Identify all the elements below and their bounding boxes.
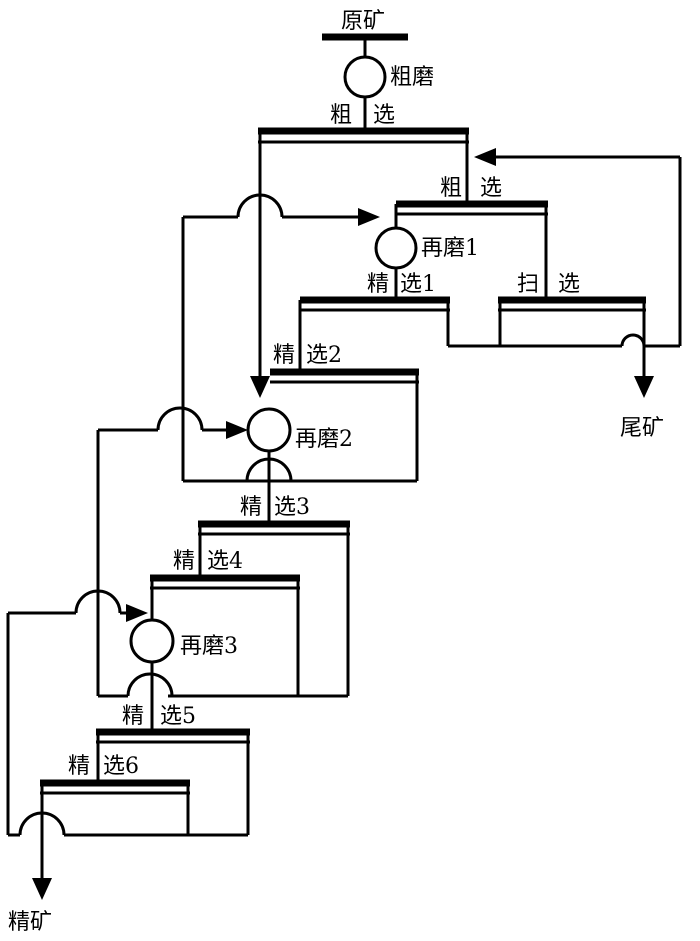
cleaner-cell-4: 精 选4 xyxy=(150,549,300,696)
cleaner-6-label-b: 选6 xyxy=(103,754,139,779)
scavenger-recycle-flow xyxy=(474,148,682,348)
scavenger-cell: 扫 选 xyxy=(498,272,646,348)
concentrate-flow: 精矿 xyxy=(8,783,52,935)
scavenger-label-b: 选 xyxy=(558,272,580,297)
cleaner-cell-5: 精 选5 xyxy=(64,704,250,837)
roughing-2-label-b: 选 xyxy=(480,176,502,201)
regrind-3-label: 再磨3 xyxy=(180,634,238,659)
cleaner-1-label-a: 精 xyxy=(367,272,389,297)
regrind-1-label: 再磨1 xyxy=(421,236,479,261)
cleaner-4-label-a: 精 xyxy=(173,549,195,574)
tailings-label: 尾矿 xyxy=(620,416,664,441)
regrind-mill-3: 再磨3 xyxy=(126,618,238,730)
roughing-cell-main: 粗 选 xyxy=(258,103,469,206)
cleaner-cell-6: 精 选6 xyxy=(40,754,190,835)
cleaner-3-label-b: 选3 xyxy=(274,495,310,520)
cleaner-cell-1: 精 选1 xyxy=(298,272,500,372)
roughing-main-label-b: 选 xyxy=(373,103,395,128)
cleaner-3-label-a: 精 xyxy=(240,495,262,520)
regrind-mill-1: 再磨1 xyxy=(374,226,479,300)
coarse-grinding-mill: 粗磨 xyxy=(343,55,434,131)
scavenger-label-a: 扫 xyxy=(517,272,539,297)
cleaner-2-label-b: 选2 xyxy=(306,343,342,368)
cleaner-3-recycle-flow xyxy=(96,406,293,698)
cleaner-4-label-b: 选4 xyxy=(207,549,243,574)
roughing-cell-2: 粗 选 xyxy=(394,176,548,300)
cleaner-2-label-a: 精 xyxy=(273,343,295,368)
ore-feed: 原矿 xyxy=(322,9,408,57)
rougher-concentrate-flow xyxy=(250,131,270,398)
cleaner-5-label-a: 精 xyxy=(122,704,144,729)
roughing-main-label-a: 粗 xyxy=(330,103,352,128)
cleaner-2-recycle-flow xyxy=(181,193,380,483)
cleaner-6-label-a: 精 xyxy=(68,754,90,779)
tailings-flow: 尾矿 xyxy=(620,300,664,441)
cleaner-5-label-b: 选5 xyxy=(160,704,196,729)
cleaner-cell-2: 精 选2 xyxy=(270,343,419,483)
roughing-2-label-a: 粗 xyxy=(440,176,462,201)
coarse-grind-label: 粗磨 xyxy=(390,65,434,90)
concentrate-label: 精矿 xyxy=(8,910,52,935)
ore-label: 原矿 xyxy=(341,9,385,34)
cleaner-1-label-b: 选1 xyxy=(400,272,436,297)
regrind-2-label: 再磨2 xyxy=(295,427,353,452)
cleaner-cell-3: 精 选3 xyxy=(168,495,350,698)
